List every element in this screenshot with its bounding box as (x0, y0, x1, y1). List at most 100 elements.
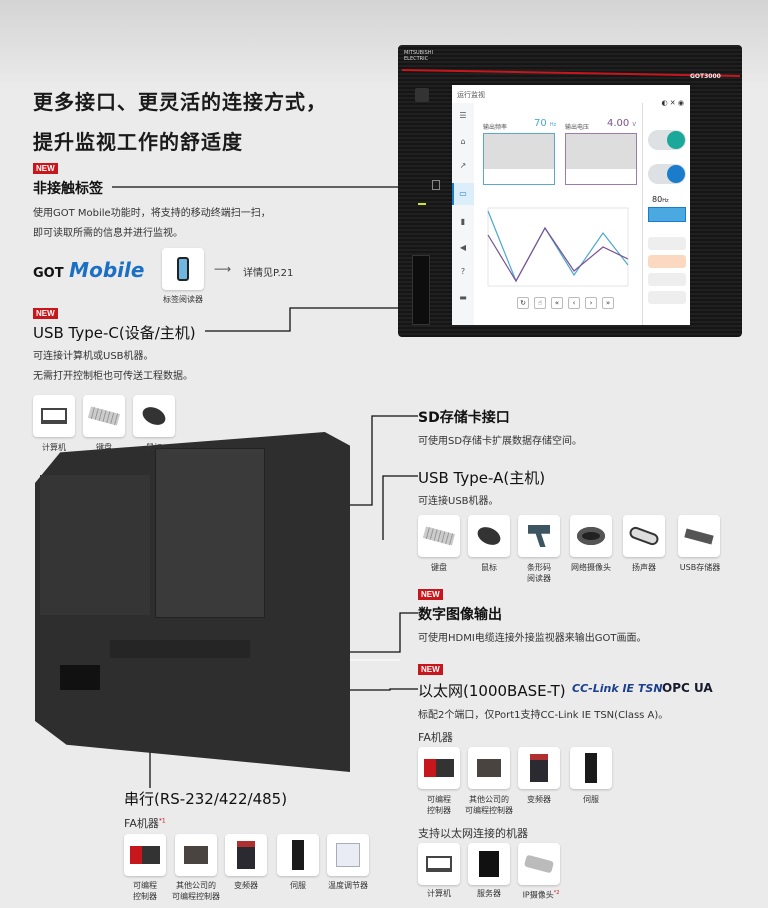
tile-label: USB存储器 (679, 563, 721, 572)
speaker-icon[interactable]: ◀ (459, 243, 467, 252)
ip-camera-tile (518, 843, 560, 885)
trend-icon[interactable]: ↗ (459, 161, 467, 170)
barcode-reader-tile (518, 515, 560, 557)
run-toggle[interactable] (648, 130, 686, 150)
ip-camera-icon (523, 854, 555, 874)
tile-label: 网络摄像头 (571, 563, 611, 572)
tile-label: 其他公司的 可编程控制器 (172, 881, 220, 901)
plc-tile (418, 747, 460, 789)
home-icon[interactable]: ⌂ (460, 137, 466, 146)
help-icon[interactable]: ? (460, 267, 466, 276)
ethernet-fa-label: FA机器 (418, 731, 453, 744)
usba-title: USB Type-A(主机) (418, 469, 546, 487)
volt-gauge (565, 133, 637, 185)
tag-reader-label: 标签阅读器 (163, 295, 203, 304)
new-badge: NEW (33, 308, 58, 319)
keyboard-icon (87, 406, 121, 426)
serial-fa-label: FA机器*1 (124, 817, 166, 830)
speaker-icon (627, 525, 661, 547)
last-button[interactable]: » (602, 297, 614, 309)
tag-reader-tile (162, 248, 204, 290)
status-button-1[interactable] (648, 237, 686, 250)
tile-label: 温度调节器 (328, 881, 368, 890)
monitor-tab-active[interactable] (452, 183, 474, 205)
headline-line1: 更多接口、更灵活的连接方式， (33, 90, 327, 114)
refresh-button[interactable]: ↻ (517, 297, 529, 309)
touch-button[interactable]: ☝ (534, 297, 546, 309)
tile-label: 服务器 (477, 889, 501, 898)
volt-label: 输出电压 (565, 124, 590, 131)
cclink-ie-tsn-logo: CC-Link IE TSN (572, 682, 663, 695)
other-plc-tile (175, 834, 217, 876)
new-badge: NEW (33, 163, 58, 174)
power-terminal (60, 665, 100, 690)
tile-label: 伺服 (583, 795, 599, 804)
smartphone-icon (177, 257, 189, 281)
webcam-icon (577, 527, 605, 545)
ref-link[interactable]: 详情见P.21 (243, 268, 294, 279)
menu-icon[interactable]: ☰ (459, 111, 467, 120)
laptop-icon (426, 856, 452, 872)
tile-label: 变频器 (527, 795, 551, 804)
new-badge: NEW (418, 589, 443, 600)
bar-chart-icon[interactable]: ▮ (460, 217, 466, 226)
tile-label: 变频器 (234, 881, 258, 890)
sensor (415, 88, 429, 102)
rear-cover (155, 448, 265, 618)
freq-value: 70 Hz (534, 118, 557, 129)
usba-desc: 可连接USB机器。 (418, 496, 499, 507)
plc-tile (124, 834, 166, 876)
servo-icon (292, 840, 304, 870)
hdmi-title: 数字图像输出 (418, 607, 502, 623)
keyboard-tile (418, 515, 460, 557)
servo-icon (585, 753, 597, 783)
nfc-desc-1: 使用GOT Mobile功能时，将支持的移动终端扫一扫， (33, 208, 271, 219)
hdmi-desc: 可使用HDMI电缆连接外接监视器来输出GOT画面。 (418, 633, 647, 644)
tile-label: 计算机 (427, 889, 451, 898)
folder-icon[interactable]: ▬ (459, 293, 467, 302)
tile-label: 扬声器 (632, 563, 656, 572)
temperature-controller-tile (327, 834, 369, 876)
ethernet-desc: 标配2个端口，仅Port1支持CC-Link IE TSN(Class A)。 (418, 710, 669, 721)
plc-icon (424, 759, 454, 777)
servo-tile (570, 747, 612, 789)
other-plc-icon (184, 846, 208, 864)
barcode-reader-icon (528, 525, 550, 547)
mouse-tile (133, 395, 175, 437)
tile-label: 条形码 阅读器 (527, 563, 551, 583)
keyboard-tile (83, 395, 125, 437)
computer-tile (33, 395, 75, 437)
inverter-tile (518, 747, 560, 789)
tile-label: 计算机 (42, 443, 66, 452)
status-button-4[interactable] (648, 291, 686, 304)
speaker-tile (623, 515, 665, 557)
got-mobile-logo: GOT Mobile (33, 258, 145, 282)
status-led (418, 203, 426, 205)
divider (642, 103, 643, 325)
direction-toggle[interactable] (648, 164, 686, 184)
volt-value: 4.00 V (607, 118, 636, 129)
screen-header-icons: ◐ ✕ ◉ (661, 99, 684, 107)
inverter-icon (237, 841, 255, 869)
plc-icon (130, 846, 160, 864)
other-plc-icon (477, 759, 501, 777)
ethernet-devices-label: 支持以太网连接的机器 (418, 827, 528, 840)
set-button[interactable] (648, 207, 686, 222)
brand-logo: MITSUBISHI ELECTRIC (404, 50, 433, 62)
new-badge: NEW (418, 664, 443, 675)
usb-c-cover (412, 255, 430, 325)
first-button[interactable]: « (551, 297, 563, 309)
computer-tile (418, 843, 460, 885)
temperature-controller-icon (336, 843, 360, 867)
laptop-icon (41, 408, 67, 424)
tile-label: 键盘 (96, 443, 112, 452)
next-button[interactable]: › (585, 297, 597, 309)
other-plc-tile (468, 747, 510, 789)
prev-button[interactable]: ‹ (568, 297, 580, 309)
monitor-icon: ▭ (459, 189, 467, 198)
tile-label: IP摄像头*2 (522, 890, 560, 900)
headline-line2: 提升监视工作的舒适度 (33, 130, 243, 154)
serial-title: 串行(RS-232/422/485) (124, 788, 288, 809)
status-button-3[interactable] (648, 273, 686, 286)
tile-label: 伺服 (290, 881, 306, 890)
